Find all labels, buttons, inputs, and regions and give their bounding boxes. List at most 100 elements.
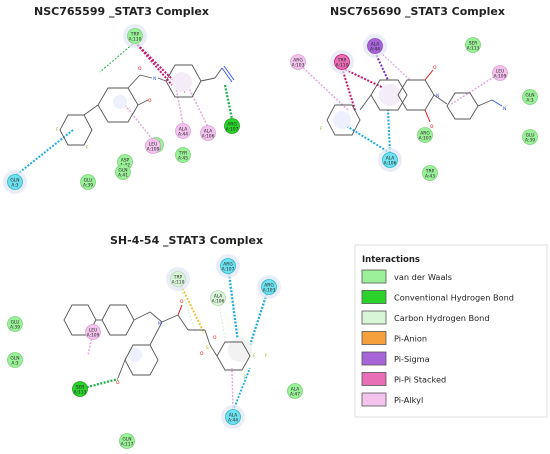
svg-text:F: F bbox=[320, 126, 323, 132]
legend-swatch bbox=[361, 392, 387, 407]
p3-hbond-ser113 bbox=[79, 377, 119, 391]
svg-text:N: N bbox=[153, 76, 156, 82]
svg-text:A:103: A:103 bbox=[263, 287, 276, 293]
svg-text:ALA: ALA bbox=[386, 155, 395, 161]
svg-text:GLN: GLN bbox=[525, 92, 534, 98]
legend-swatch bbox=[361, 351, 387, 366]
svg-text:LEU: LEU bbox=[496, 68, 504, 74]
svg-text:A:106: A:106 bbox=[202, 133, 215, 139]
svg-text:ALA: ALA bbox=[291, 386, 300, 392]
legend-label: Pi-Sigma bbox=[394, 354, 430, 364]
svg-text:A:113: A:113 bbox=[74, 389, 87, 395]
svg-text:ARG: ARG bbox=[264, 282, 274, 288]
legend-swatch bbox=[361, 372, 387, 386]
svg-text:TRP: TRP bbox=[337, 57, 347, 63]
svg-text:TYR: TYR bbox=[178, 150, 187, 156]
residue-layer: TRPA:110ARGA:107ALAA:44ALAA:106TRPA:43AS… bbox=[3, 24, 538, 449]
svg-text:GLU: GLU bbox=[11, 319, 20, 325]
p3-ring-benzoate bbox=[124, 344, 159, 376]
p1-pipi-trp110-b bbox=[134, 41, 173, 86]
p2-ring-d bbox=[446, 92, 479, 120]
svg-text:LEU: LEU bbox=[149, 141, 157, 147]
p2-alkyl-ala44-b bbox=[379, 51, 411, 81]
svg-text:A:107: A:107 bbox=[222, 266, 235, 272]
svg-text:ASP: ASP bbox=[121, 157, 130, 163]
svg-text:SER: SER bbox=[469, 40, 478, 46]
legend-item-pi_sigma: Pi-Sigma bbox=[361, 351, 430, 366]
p2-charge-ala106-b bbox=[387, 109, 391, 154]
svg-text:A:3: A:3 bbox=[526, 97, 533, 103]
legend-item-pi_alkyl: Pi-Alkyl bbox=[361, 392, 423, 407]
svg-text:A:44: A:44 bbox=[370, 46, 380, 52]
p1-ring-highlight-2 bbox=[172, 72, 192, 92]
p2-charge-ala106-a bbox=[344, 124, 391, 154]
svg-text:F: F bbox=[56, 127, 59, 133]
legend-swatch bbox=[361, 290, 387, 304]
svg-text:A:39: A:39 bbox=[525, 137, 535, 143]
p3-ring-phenyl bbox=[101, 304, 135, 336]
p1-ring-highlight bbox=[113, 95, 127, 109]
svg-text:TRP: TRP bbox=[130, 31, 140, 37]
legend-box bbox=[354, 244, 548, 418]
svg-text:O: O bbox=[430, 124, 434, 130]
svg-text:N: N bbox=[158, 321, 161, 327]
p3-charge-arg107 bbox=[226, 265, 240, 343]
legend-label: Conventional Hydrogen Bond bbox=[394, 293, 514, 303]
legend-label: Pi-Alkyl bbox=[394, 395, 423, 405]
p3-sulfur-trp110 bbox=[177, 278, 205, 334]
svg-text:TRP: TRP bbox=[173, 274, 183, 280]
svg-text:A:39: A:39 bbox=[10, 324, 20, 330]
svg-text:ALA: ALA bbox=[371, 41, 380, 47]
svg-text:A:110: A:110 bbox=[129, 36, 142, 42]
svg-text:O: O bbox=[148, 98, 152, 104]
panel-3-title: SH-4-54 _STAT3 Complex bbox=[110, 234, 263, 247]
p1-alkyl-leu109 bbox=[124, 104, 154, 141]
svg-text:GLN: GLN bbox=[10, 355, 19, 361]
p3-charge-arg103 bbox=[248, 286, 271, 346]
svg-text:A:3: A:3 bbox=[11, 182, 18, 188]
svg-text:GLU: GLU bbox=[84, 177, 93, 183]
svg-text:GLN: GLN bbox=[118, 167, 127, 173]
legend-item-pi_pi_stacked: Pi-Pi Stacked bbox=[361, 372, 446, 386]
svg-text:ALA: ALA bbox=[179, 126, 188, 132]
legend-swatch bbox=[361, 269, 387, 284]
ligand-3-skeleton: O N S O O O F F F bbox=[63, 299, 268, 386]
svg-text:F: F bbox=[86, 145, 89, 151]
svg-text:TRP: TRP bbox=[425, 168, 435, 174]
svg-text:O: O bbox=[200, 351, 204, 357]
svg-text:O: O bbox=[116, 380, 120, 386]
svg-text:ARG: ARG bbox=[293, 57, 303, 63]
p2-pipi-trp110-b bbox=[341, 67, 356, 111]
p1-hbond-arg107 bbox=[223, 84, 234, 120]
svg-text:ALA: ALA bbox=[204, 128, 213, 134]
svg-text:N: N bbox=[436, 93, 439, 99]
svg-text:O: O bbox=[213, 335, 217, 341]
legend-label: Pi-Pi Stacked bbox=[394, 375, 446, 385]
svg-text:O: O bbox=[180, 299, 184, 305]
svg-text:S: S bbox=[206, 345, 209, 351]
svg-text:A:107: A:107 bbox=[419, 135, 432, 141]
panel-2-title: NSC765690 _STAT3 Complex bbox=[330, 5, 505, 18]
legend-swatch bbox=[361, 331, 387, 345]
